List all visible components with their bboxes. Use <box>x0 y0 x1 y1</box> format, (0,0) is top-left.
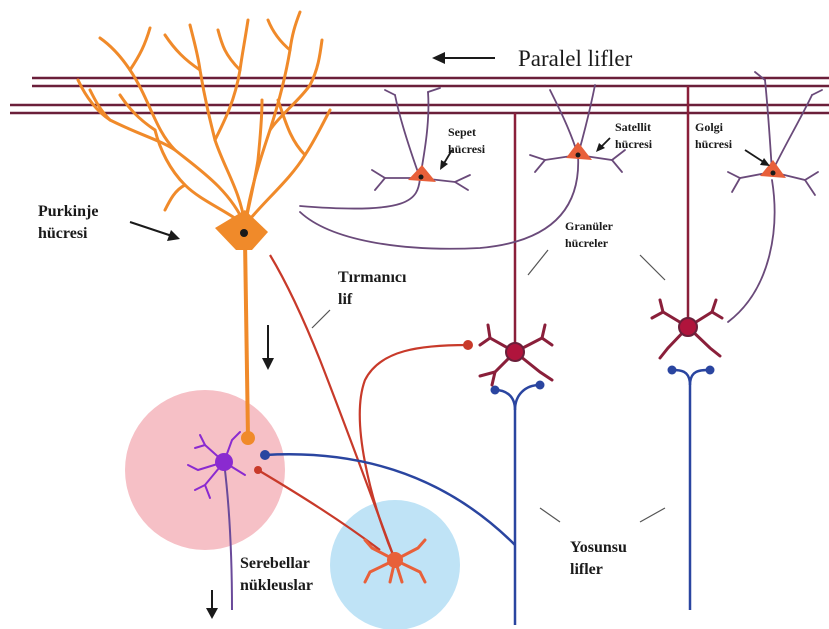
mossy-fibers-label-line2: lifler <box>570 561 603 578</box>
golgi-label-line2: hücresi <box>695 137 733 151</box>
mossy-fibers-label-line1: Yosunsu <box>570 539 627 556</box>
climbing-fiber-label-line2: lif <box>338 291 353 308</box>
parallel-fibers <box>10 78 829 113</box>
golgi-label-line1: Golgi <box>695 120 724 134</box>
mossy-terminal <box>668 366 677 375</box>
output-down-arrow-icon <box>206 590 218 619</box>
mossy-terminal <box>706 366 715 375</box>
purkinje-label-line1: Purkinje <box>38 203 98 220</box>
stellate-label-line2: hücresi <box>615 137 653 151</box>
purkinje-label-line2: hücresi <box>38 225 88 242</box>
parallel-fiber-arrow <box>432 52 495 64</box>
purkinje-pointer-arrow <box>130 222 180 241</box>
basket-label-line1: Sepet <box>448 125 476 139</box>
purkinje-dendritic-tree <box>78 12 330 225</box>
stellate-pointer-arrow <box>596 138 610 152</box>
climbing-fiber-terminal-deep <box>254 466 262 474</box>
cerebellar-nuclei-label-line2: nükleuslar <box>240 577 313 594</box>
granule-label-line1: Granüler <box>565 219 614 233</box>
purkinje-terminal <box>241 431 255 445</box>
granule-label-line2: hücreler <box>565 236 609 250</box>
down-arrow-icon <box>262 325 274 370</box>
mossy-fibers <box>265 370 710 625</box>
climbing-fiber-terminal <box>463 340 473 350</box>
climbing-fiber-label-line1: Tırmanıcı <box>338 269 407 286</box>
golgi-cell <box>728 72 822 322</box>
mossy-terminal <box>491 386 500 395</box>
mossy-terminal <box>536 381 545 390</box>
mossy-terminal-deep <box>260 450 270 460</box>
granule-cell-body <box>506 343 524 361</box>
golgi-pointer-arrow <box>745 150 770 166</box>
cerebellar-nuclei-label-line1: Serebellar <box>240 555 310 572</box>
stellate-label-line1: Satellit <box>615 120 651 134</box>
purkinje-nucleus <box>240 229 248 237</box>
basket-label-line2: hücresi <box>448 142 486 156</box>
parallel-fibers-label: Paralel lifler <box>518 46 633 71</box>
granule-cell-body <box>679 318 697 336</box>
